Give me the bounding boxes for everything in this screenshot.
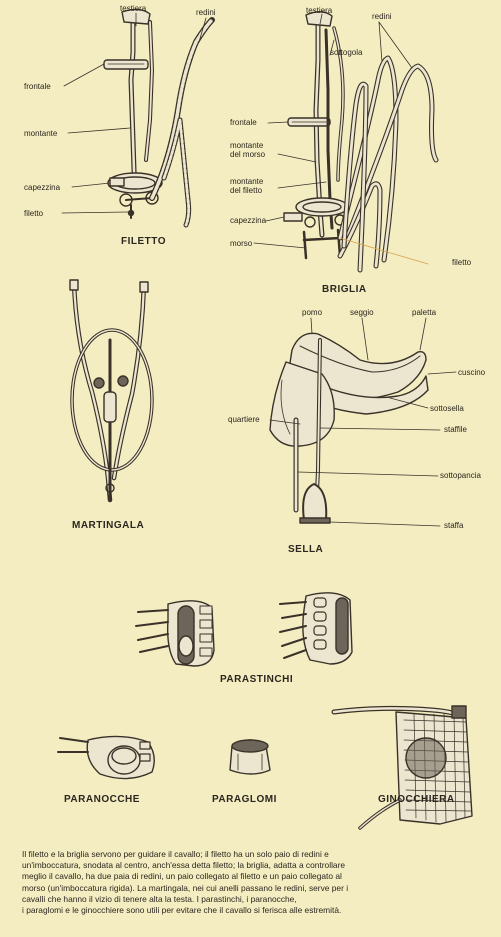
paraglomi-drawing (230, 740, 270, 774)
title-paraglomi: PARAGLOMI (212, 794, 277, 805)
title-martingala: MARTINGALA (72, 520, 144, 531)
caption-line: un'imboccatura, snodata al centro, anch'… (22, 860, 487, 871)
label-morso: morso (230, 239, 252, 248)
caption-line: cavalli che hanno il vizio di tenere alt… (22, 894, 487, 905)
label-pomo: pomo (302, 308, 322, 317)
title-sella: SELLA (288, 544, 323, 555)
label-montante-morso-2: del morso (230, 150, 265, 159)
label-seggio: seggio (350, 308, 374, 317)
label-paletta: paletta (412, 308, 436, 317)
label-filetto-bit: filetto (24, 209, 43, 218)
title-parastinchi: PARASTINCHI (220, 674, 293, 685)
label-sottosella: sottosella (430, 404, 464, 413)
sella-saddle-drawing (270, 318, 456, 526)
label-montante-filetto-2: del filetto (230, 186, 262, 195)
caption-line: i paraglomi e le ginocchiere sono utili … (22, 905, 487, 916)
label-capezzina-filetto: capezzina (24, 183, 60, 192)
title-paranocche: PARANOCCHE (64, 794, 140, 805)
label-montante-morso-1: montante (230, 141, 263, 150)
label-frontale-briglia: frontale (230, 118, 257, 127)
label-redini-briglia: redini (372, 12, 392, 21)
label-montante-filetto: montante (24, 129, 57, 138)
label-montante-filetto-1: montante (230, 177, 263, 186)
ginocchiera-drawing (334, 706, 472, 828)
martingala-drawing (70, 280, 152, 500)
caption-line: morso (un'imboccatura rigida). La martin… (22, 883, 487, 894)
caption-line: meglio il cavallo, ha due paia di redini… (22, 871, 487, 882)
label-sottogola: sottogola (330, 48, 362, 57)
filetto-bridle-drawing (62, 9, 212, 225)
label-staffa: staffa (444, 521, 463, 530)
label-redini-filetto: redini (196, 8, 216, 17)
label-cuscino: cuscino (458, 368, 485, 377)
title-filetto: FILETTO (121, 236, 166, 247)
title-ginocchiera: GINOCCHIERA (378, 794, 455, 805)
title-briglia: BRIGLIA (322, 284, 367, 295)
label-sottopancia: sottopancia (440, 471, 481, 480)
label-filetto-briglia: filetto (452, 258, 471, 267)
paranocche-drawing (58, 736, 154, 778)
label-frontale-filetto: frontale (24, 82, 51, 91)
label-testiera-briglia: testiera (306, 6, 332, 15)
caption-line: Il filetto e la briglia servono per guid… (22, 849, 487, 860)
label-staffile: staffile (444, 425, 467, 434)
parastinchi-drawing (136, 593, 352, 666)
description-paragraph: Il filetto e la briglia servono per guid… (22, 849, 487, 916)
label-testiera-filetto: testiera (120, 4, 146, 13)
label-quartiere: quartiere (228, 415, 260, 424)
label-capezzina-briglia: capezzina (230, 216, 266, 225)
